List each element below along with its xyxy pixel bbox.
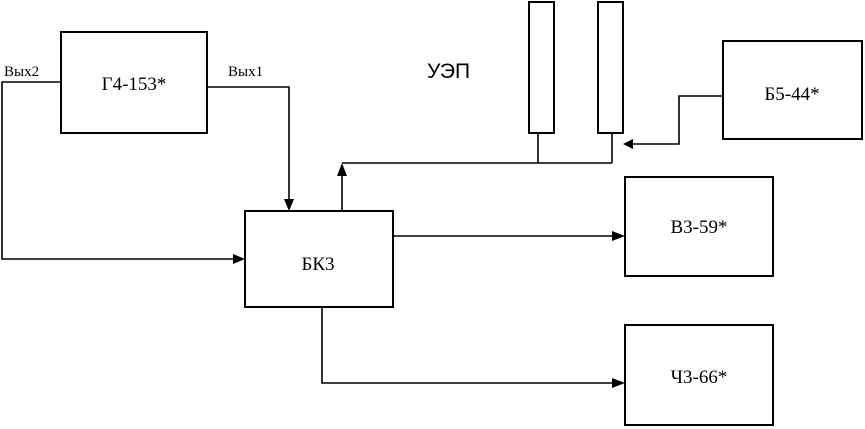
uep-tube-left — [528, 1, 555, 134]
wire-b5-to-uep — [630, 95, 723, 145]
b5-block — [722, 40, 863, 140]
ch3-block — [624, 324, 774, 426]
wire-out1-to-bkz — [207, 86, 290, 200]
arrow-into-v3 — [612, 231, 625, 241]
v3-block — [624, 176, 774, 277]
arrow-into-bkz-left — [233, 254, 245, 264]
out2-port-label: Вых2 — [4, 64, 39, 80]
arrow-into-ch3 — [612, 378, 625, 388]
wire-out2-to-bkz — [1, 81, 235, 260]
wire-bkz-to-ch3 — [321, 307, 612, 384]
bkz-block — [244, 210, 394, 308]
out1-port-label: Вых1 — [228, 64, 263, 80]
bkz-label: БК3 — [301, 254, 334, 275]
arrow-up-to-uep — [337, 163, 347, 176]
uep-tube-right — [597, 1, 624, 134]
v3-label: В3-59* — [671, 217, 728, 238]
arrow-into-bkz-top — [284, 199, 294, 211]
generator-block — [60, 31, 208, 134]
generator-label: Г4-153* — [102, 74, 167, 95]
ch3-label: Ч3-66* — [671, 367, 728, 388]
arrow-into-uep-tube — [623, 139, 633, 149]
uep-label: УЭП — [427, 60, 470, 83]
b5-label: Б5-44* — [764, 84, 819, 105]
